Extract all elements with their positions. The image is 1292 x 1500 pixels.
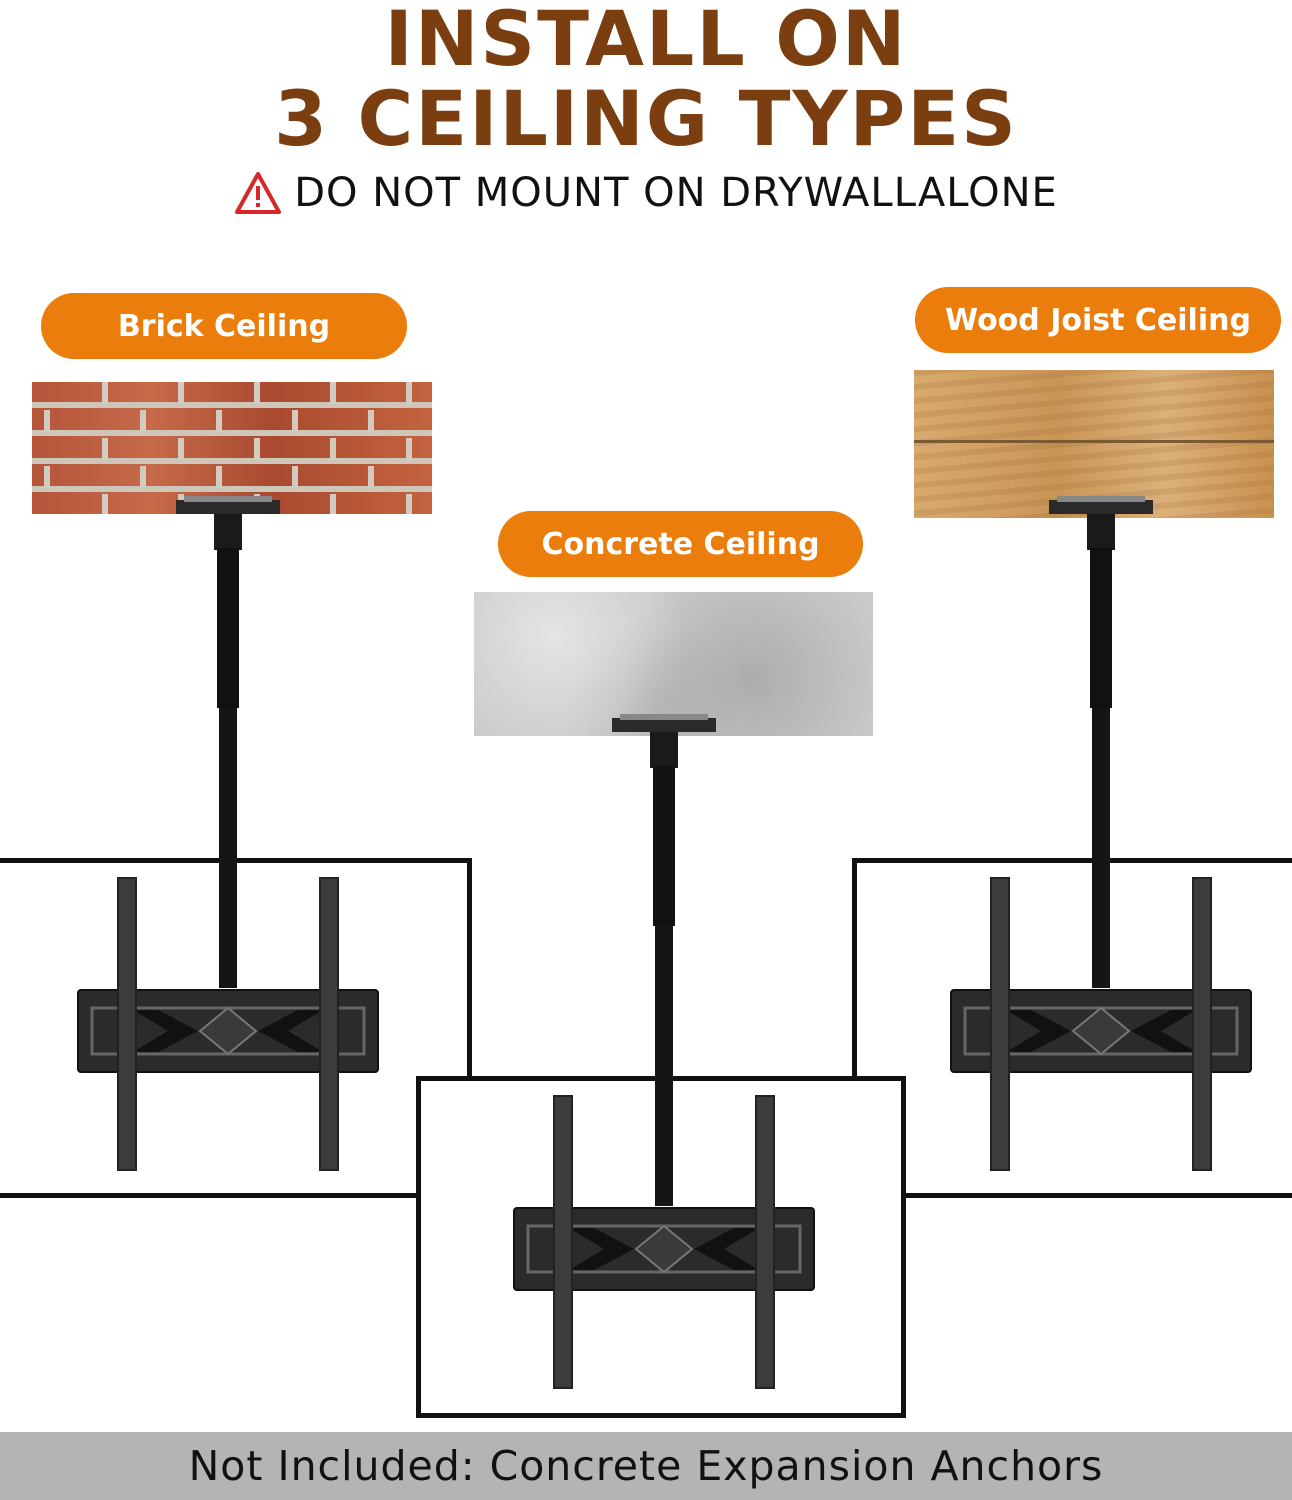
- brick-texture: [32, 382, 432, 514]
- title-line-2: 3 CEILING TYPES: [274, 74, 1018, 163]
- warning-row: DO NOT MOUNT ON DRYWALLALONE: [0, 170, 1292, 216]
- concrete-texture: [474, 592, 873, 736]
- footer-text: Not Included: Concrete Expansion Anchors: [188, 1442, 1104, 1490]
- wood-ceiling-label: Wood Joist Ceiling: [915, 287, 1281, 353]
- tv-frame-wood: [852, 858, 1292, 1198]
- warning-text: DO NOT MOUNT ON DRYWALLALONE: [294, 170, 1058, 216]
- warning-triangle-icon: [235, 172, 282, 214]
- wood-texture: [914, 370, 1274, 518]
- title-line-1: INSTALL ON: [384, 0, 908, 83]
- footer-bar: Not Included: Concrete Expansion Anchors: [0, 1432, 1292, 1500]
- concrete-ceiling-label: Concrete Ceiling: [498, 511, 863, 577]
- brick-ceiling-label: Brick Ceiling: [41, 293, 407, 359]
